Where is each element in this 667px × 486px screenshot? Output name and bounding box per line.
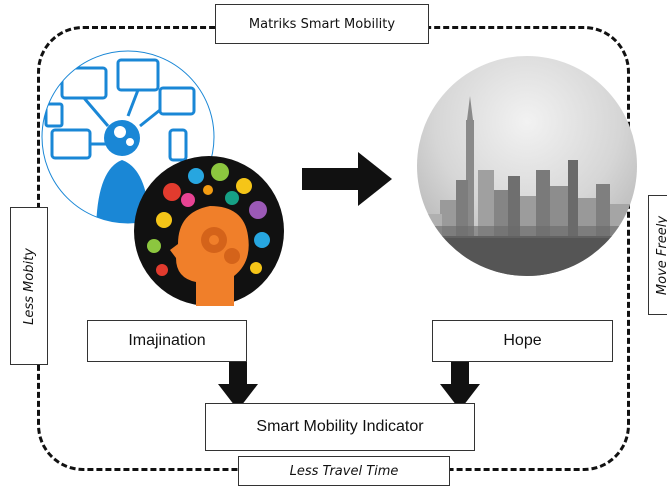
imagination-box: Imajination	[87, 320, 247, 362]
smart-mobility-indicator-label: Smart Mobility Indicator	[256, 418, 424, 435]
less-mobility-box: Less Mobity	[10, 207, 48, 365]
imagination-label: Imajination	[128, 332, 206, 349]
hope-label: Hope	[503, 332, 542, 349]
move-freely-box: Move Freely	[648, 195, 667, 315]
arrow-right-icon	[302, 152, 392, 206]
smart-mobility-indicator-box: Smart Mobility Indicator	[205, 403, 475, 451]
hope-box: Hope	[432, 320, 613, 362]
arrow-down-icon	[440, 362, 480, 410]
arrow-down-icon	[218, 362, 258, 410]
city-skyline-image	[417, 56, 637, 276]
less-travel-time-label: Less Travel Time	[289, 463, 399, 479]
matrix-title-box: Matriks Smart Mobility	[215, 4, 429, 44]
matrix-title: Matriks Smart Mobility	[248, 16, 396, 32]
thinking-head-icon	[134, 156, 284, 306]
